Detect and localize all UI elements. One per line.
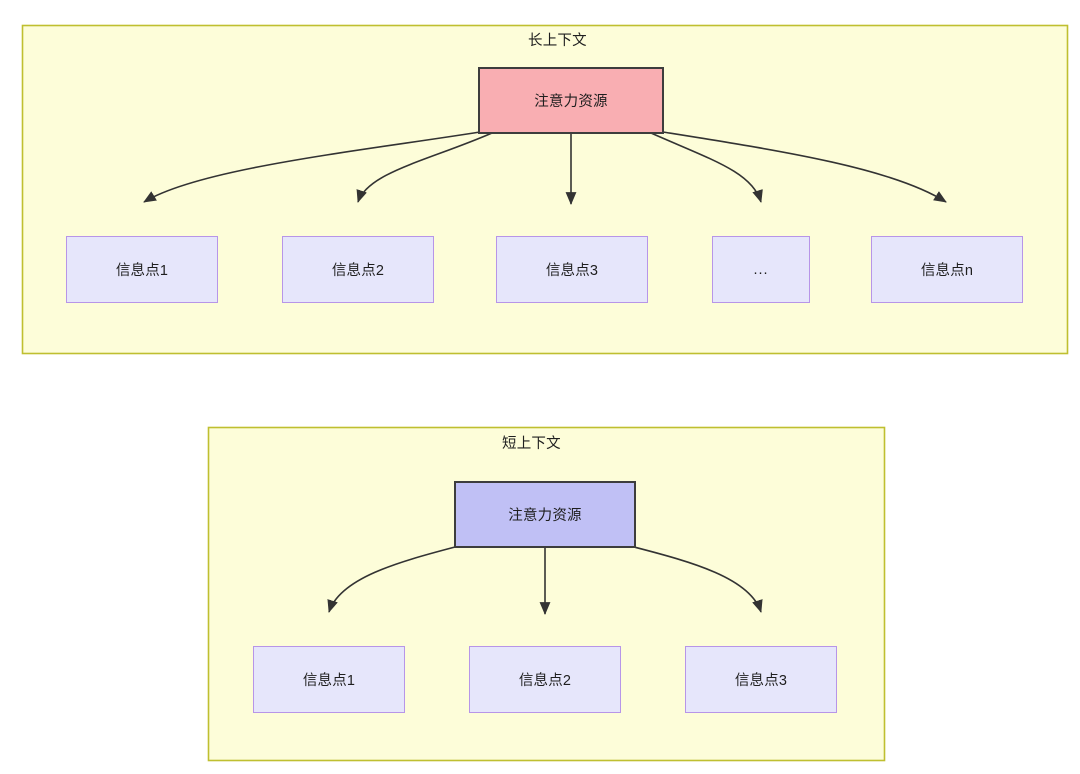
node-leaf-info-3[interactable]: 信息点3	[685, 646, 837, 713]
edge-root-to-leaf-3	[633, 546, 763, 613]
node-leaf-info-n[interactable]: 信息点n	[871, 236, 1023, 303]
node-root-attention-long[interactable]: 注意力资源	[478, 67, 664, 134]
edge-root-to-leaf-4	[650, 132, 763, 203]
edge-root-to-leaf-5	[662, 131, 947, 203]
node-leaf-ellipsis[interactable]: ...	[712, 236, 810, 303]
node-leaf-info-1[interactable]: 信息点1	[66, 236, 218, 303]
edge-root-to-leaf-1	[143, 131, 481, 203]
edge-group-long-context	[143, 131, 947, 205]
edge-group-short-context	[327, 546, 763, 615]
edge-root-to-leaf-2	[356, 132, 493, 203]
node-leaf-info-2[interactable]: 信息点2	[282, 236, 434, 303]
node-root-attention-short[interactable]: 注意力资源	[454, 481, 636, 548]
group-label-short-context: 短上下文	[502, 436, 561, 452]
edge-root-to-leaf-1	[327, 546, 456, 613]
group-label-long-context: 长上下文	[528, 33, 587, 49]
node-leaf-info-1[interactable]: 信息点1	[253, 646, 405, 713]
node-leaf-info-3[interactable]: 信息点3	[496, 236, 648, 303]
node-leaf-info-2[interactable]: 信息点2	[469, 646, 621, 713]
